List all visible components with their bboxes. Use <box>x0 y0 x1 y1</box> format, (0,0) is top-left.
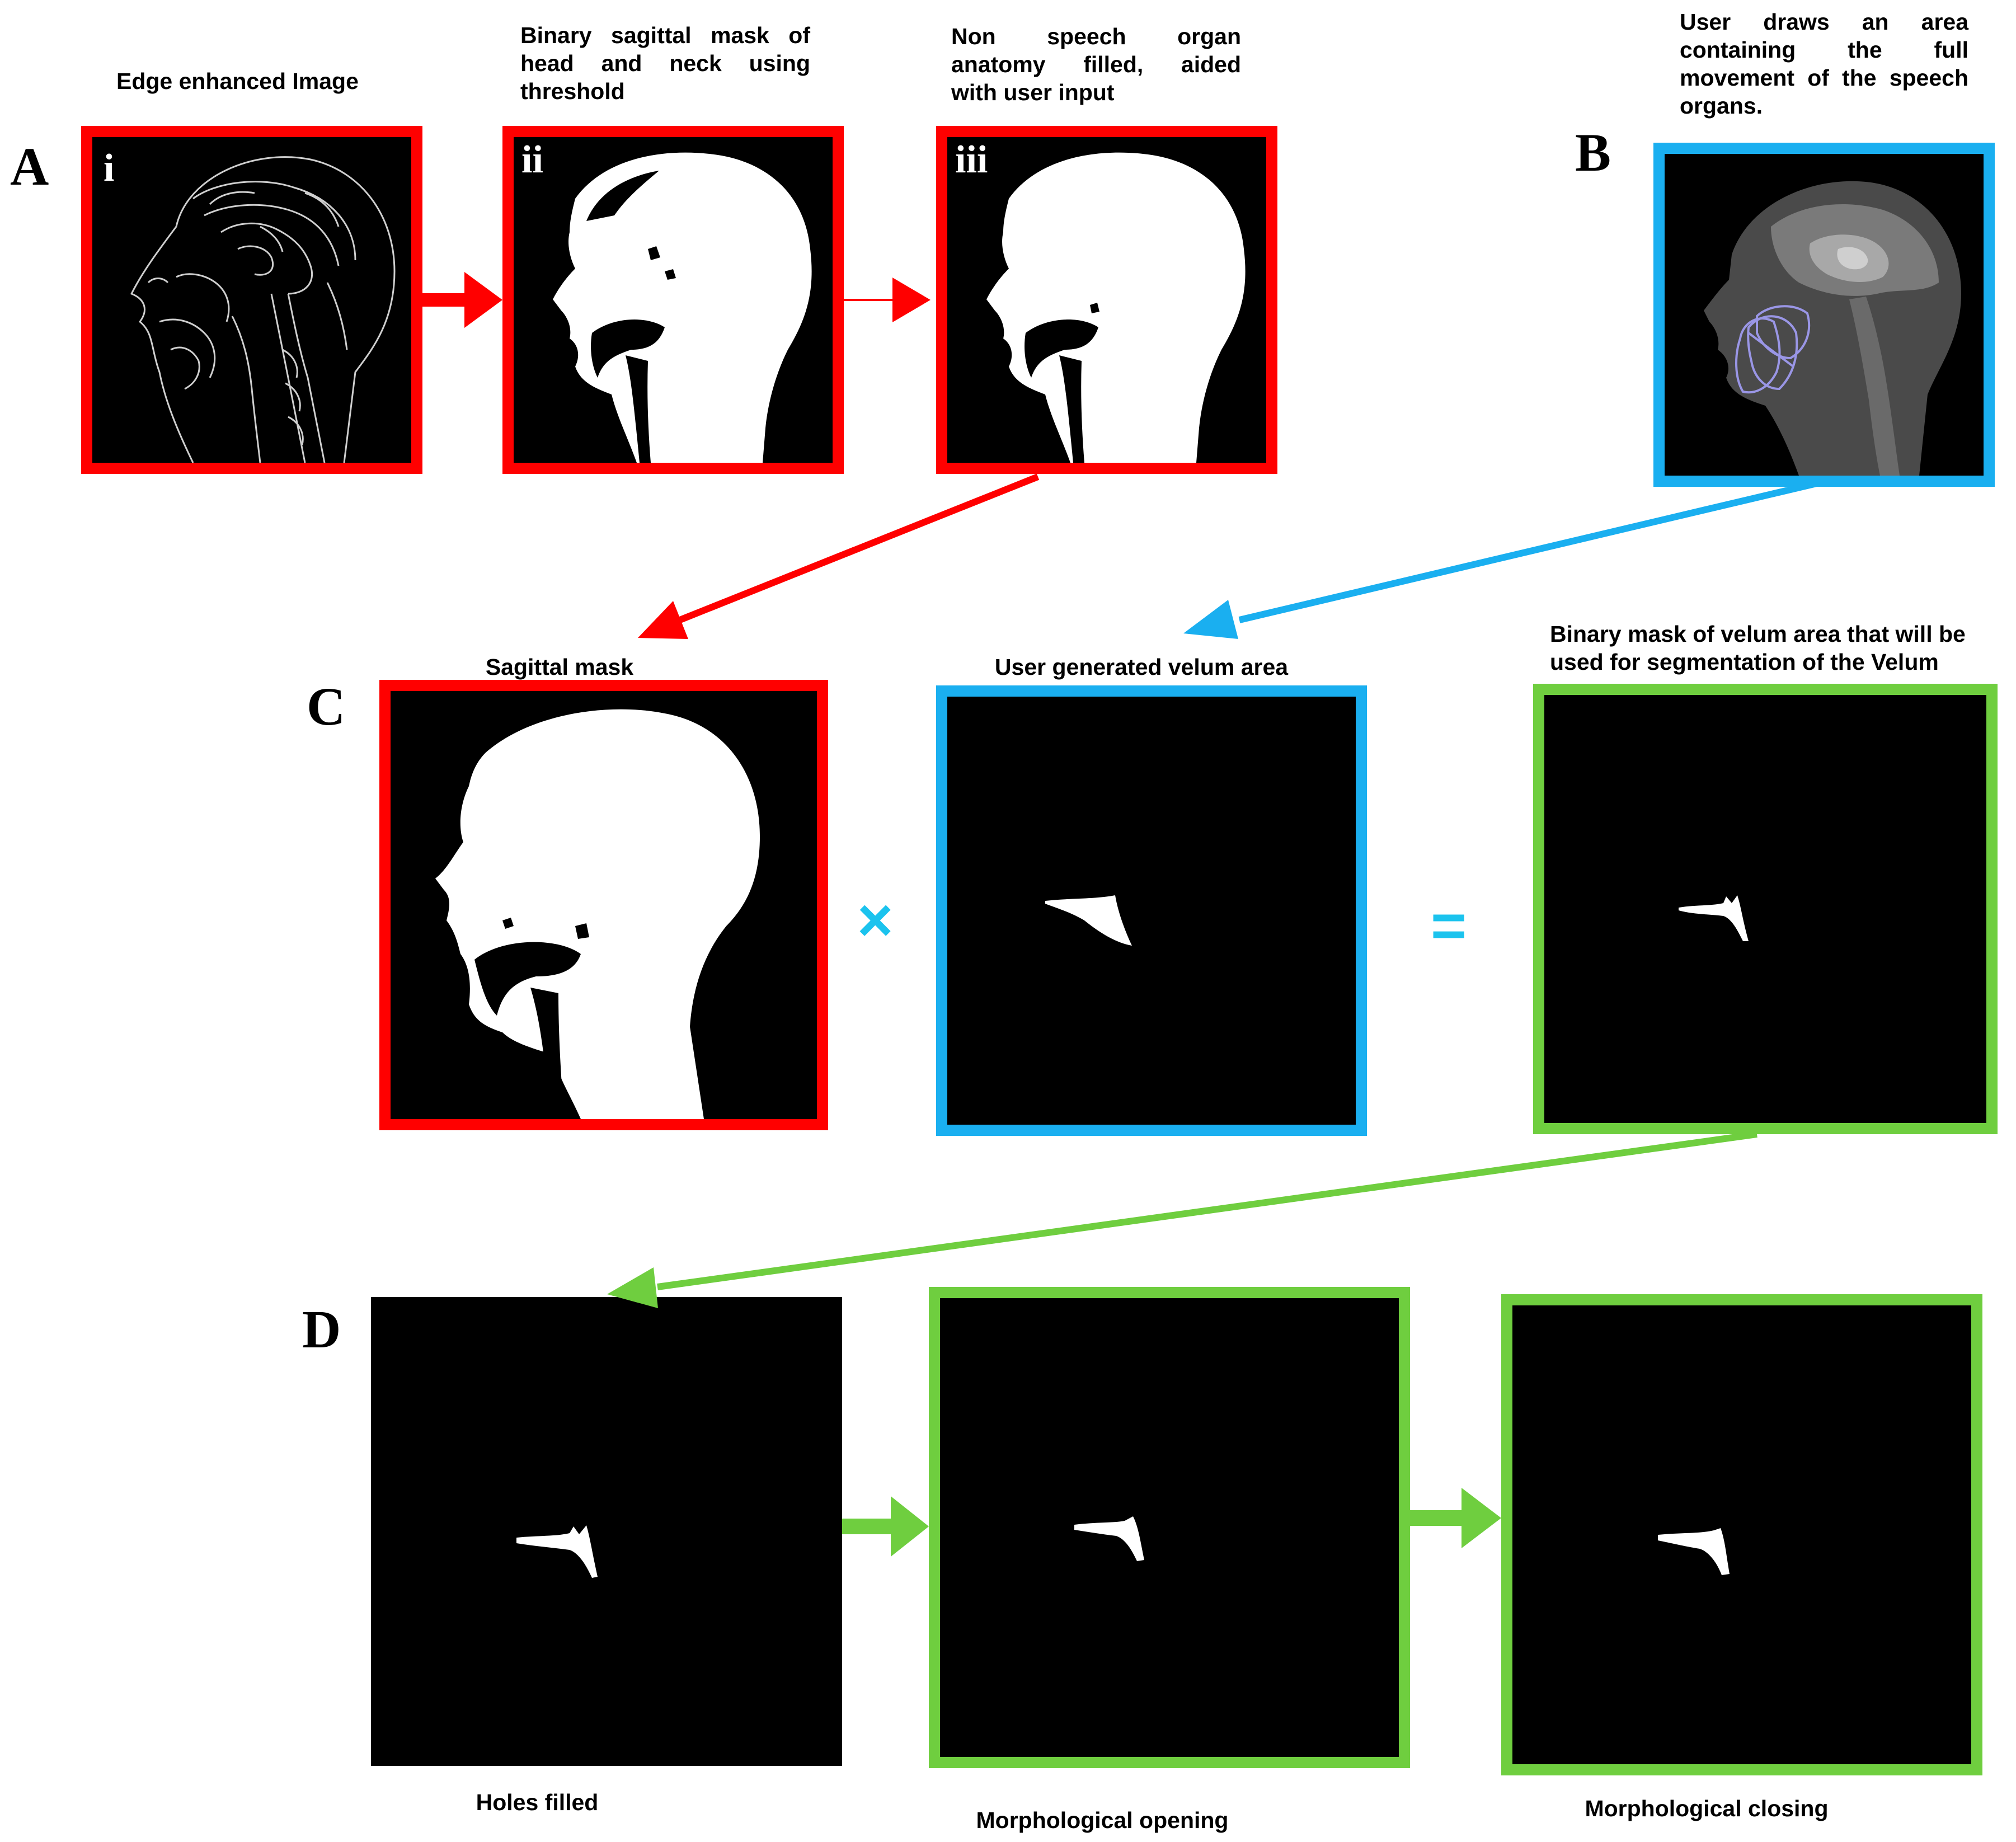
arrow-icon <box>1183 479 1822 639</box>
morph-opening-image <box>1074 1516 1144 1561</box>
panel-numeral-iii: iii <box>955 138 988 181</box>
panel-binary-sagittal: ii <box>502 126 844 474</box>
sagittal-mask-image <box>435 709 760 1119</box>
caption-user-draws-area: User draws an area containing the full m… <box>1680 8 1968 120</box>
section-label-a: A <box>10 137 49 196</box>
panel-holes-filled <box>371 1297 842 1766</box>
mri-with-roi <box>1704 181 1961 476</box>
caption-line: Non speech organ <box>951 24 1241 49</box>
caption-holes-filled: Holes filled <box>476 1789 599 1815</box>
section-label-c: C <box>307 676 346 736</box>
panel-binary-velum-mask <box>1533 684 1998 1134</box>
caption-line: threshold <box>520 78 625 104</box>
velum-area-image <box>1045 895 1132 946</box>
binary-velum-mask-image <box>1679 895 1749 941</box>
caption-morph-closing: Morphological closing <box>1585 1796 1829 1821</box>
multiply-operator: × <box>857 886 894 955</box>
section-label-b: B <box>1575 123 1611 182</box>
edge-enhanced-image <box>130 156 396 463</box>
caption-line: head and neck using <box>520 50 810 76</box>
arrow-icon <box>638 473 1040 639</box>
caption-morph-opening: Morphological opening <box>976 1807 1229 1833</box>
arrow-icon <box>422 272 502 328</box>
caption-line: organs. <box>1680 93 1763 119</box>
arrow-icon <box>842 1496 929 1557</box>
panel-sagittal-mask <box>379 680 828 1130</box>
caption-line: movement of the speech <box>1680 65 1968 91</box>
caption-non-speech-organ: Non speech organ anatomy filled, aided w… <box>951 22 1241 106</box>
panel-morph-opening <box>929 1287 1410 1768</box>
caption-line: used for segmentation of the Velum <box>1550 649 1939 675</box>
caption-binary-mask-velum: Binary mask of velum area that will be u… <box>1550 620 2009 676</box>
panel-numeral-i: i <box>104 147 115 190</box>
arrow-icon <box>844 278 931 322</box>
caption-line: containing the full <box>1680 37 1968 63</box>
non-speech-filled-mask <box>986 152 1246 463</box>
binary-sagittal-mask <box>553 152 812 463</box>
caption-binary-sagittal: Binary sagittal mask of head and neck us… <box>520 21 810 105</box>
arrow-icon <box>607 1131 1757 1308</box>
panel-morph-closing <box>1501 1294 1982 1775</box>
caption-user-generated-velum: User generated velum area <box>994 654 1289 680</box>
panel-user-roi <box>1653 143 1995 487</box>
caption-line: Binary sagittal mask of <box>520 22 810 48</box>
caption-line: Binary mask of velum area that will be <box>1550 621 1966 647</box>
morph-closing-image <box>1658 1528 1730 1575</box>
caption-line: User draws an area <box>1680 9 1968 35</box>
equals-operator: = <box>1431 891 1467 960</box>
section-label-d: D <box>302 1299 341 1359</box>
caption-sagittal-mask: Sagittal mask <box>485 654 634 680</box>
panel-edge-enhanced <box>81 126 422 474</box>
holes-filled-image <box>516 1525 598 1578</box>
arrow-icon <box>1410 1488 1501 1548</box>
panel-non-speech-filled: iii <box>936 126 1277 474</box>
caption-line: with user input <box>951 79 1115 105</box>
panel-velum-area <box>936 685 1367 1136</box>
caption-line: anatomy filled, aided <box>951 51 1241 77</box>
panel-numeral-ii: ii <box>521 138 543 181</box>
caption-edge-enhanced: Edge enhanced Image <box>116 68 359 94</box>
